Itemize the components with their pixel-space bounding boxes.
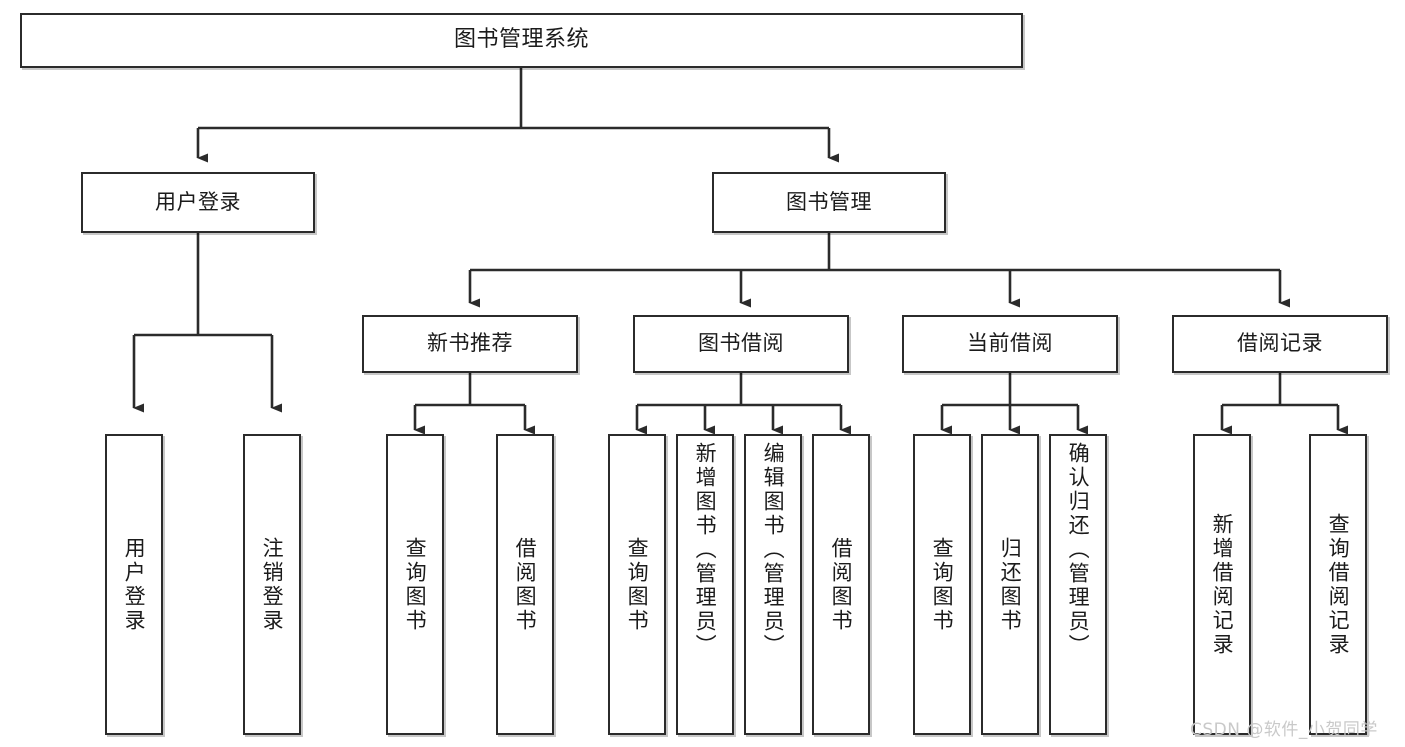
node-leaf-add-book-admin[interactable]: 新增图书（管理员） bbox=[676, 434, 734, 735]
node-leaf-add-borrow-record[interactable]: 新增借阅记录 bbox=[1193, 434, 1251, 735]
node-leaf-query-book-borrow[interactable]: 查询图书 bbox=[608, 434, 666, 735]
edges-bookmgmt-to-level3 bbox=[468, 233, 1290, 308]
node-leaf-return-book[interactable]: 归还图书 bbox=[981, 434, 1039, 735]
node-book-borrow[interactable]: 图书借阅 bbox=[633, 315, 849, 373]
node-leaf-borrow-book-recommend[interactable]: 借阅图书 bbox=[496, 434, 554, 735]
node-label: 用户登录 bbox=[155, 189, 241, 214]
edges-current-to-leaves bbox=[940, 373, 1088, 435]
node-label: 确认归还（管理员） bbox=[1066, 442, 1091, 658]
node-label: 查询图书 bbox=[625, 536, 650, 633]
node-leaf-borrow-book[interactable]: 借阅图书 bbox=[812, 434, 870, 735]
edges-root-to-level2 bbox=[196, 68, 839, 163]
node-book-management[interactable]: 图书管理 bbox=[712, 172, 946, 233]
node-leaf-query-book-current[interactable]: 查询图书 bbox=[913, 434, 971, 735]
node-label: 查询图书 bbox=[403, 536, 428, 633]
node-label: 新增借阅记录 bbox=[1210, 512, 1235, 657]
node-label: 图书管理 bbox=[786, 189, 872, 214]
node-label: 查询借阅记录 bbox=[1326, 512, 1351, 657]
edges-record-to-leaves bbox=[1220, 373, 1348, 435]
node-label: 借阅图书 bbox=[829, 536, 854, 633]
node-leaf-confirm-return-admin[interactable]: 确认归还（管理员） bbox=[1049, 434, 1107, 735]
node-label: 新书推荐 bbox=[427, 331, 513, 356]
node-label: 借阅记录 bbox=[1237, 331, 1323, 356]
node-leaf-edit-book-admin[interactable]: 编辑图书（管理员） bbox=[744, 434, 802, 735]
edges-userlogin-to-leaves bbox=[132, 233, 282, 413]
edges-newbook-to-leaves bbox=[413, 373, 535, 435]
node-new-book-recommend[interactable]: 新书推荐 bbox=[362, 315, 578, 373]
node-label: 注销登录 bbox=[260, 536, 285, 633]
node-label: 图书借阅 bbox=[698, 331, 784, 356]
node-label: 新增图书（管理员） bbox=[693, 442, 718, 658]
node-label: 查询图书 bbox=[930, 536, 955, 633]
node-current-borrow[interactable]: 当前借阅 bbox=[902, 315, 1118, 373]
edges-borrow-to-leaves bbox=[635, 373, 851, 435]
node-leaf-query-borrow-record[interactable]: 查询借阅记录 bbox=[1309, 434, 1367, 735]
node-leaf-user-login[interactable]: 用户登录 bbox=[105, 434, 163, 735]
node-label: 借阅图书 bbox=[513, 536, 538, 633]
node-label: 当前借阅 bbox=[967, 331, 1053, 356]
node-label: 用户登录 bbox=[122, 536, 147, 633]
watermark: CSDN @软件_小贺同学 bbox=[1190, 720, 1378, 740]
node-leaf-logout[interactable]: 注销登录 bbox=[243, 434, 301, 735]
node-leaf-query-book-recommend[interactable]: 查询图书 bbox=[386, 434, 444, 735]
node-label: 归还图书 bbox=[998, 536, 1023, 633]
node-label: 图书管理系统 bbox=[453, 27, 589, 53]
node-label: 编辑图书（管理员） bbox=[761, 442, 786, 658]
node-user-login[interactable]: 用户登录 bbox=[81, 172, 315, 233]
node-root-book-management-system[interactable]: 图书管理系统 bbox=[20, 13, 1023, 68]
node-borrow-record[interactable]: 借阅记录 bbox=[1172, 315, 1388, 373]
